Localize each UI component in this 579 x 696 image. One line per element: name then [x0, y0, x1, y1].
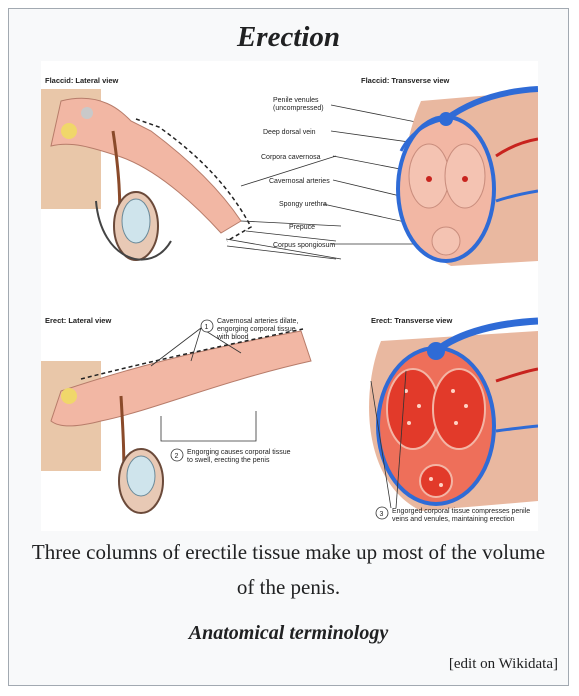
step-2-line-2: to swell, erecting the penis [187, 457, 270, 464]
anatomical-terminology-heading: Anatomical terminology [9, 622, 568, 645]
step-1-line-1: Cavernosal arteries dilate, [217, 318, 298, 325]
erect-lateral-drawing [41, 329, 311, 513]
erect-transverse-drawing [369, 321, 538, 511]
figure-caption: Three columns of erectile tissue make up… [27, 535, 550, 605]
step-3-line-2: veins and venules, maintaining erection [392, 516, 515, 523]
anatomy-diagram: Flaccid: Lateral view Peni [41, 61, 538, 531]
svg-text:3: 3 [380, 511, 384, 518]
step-1-line-3: with blood [216, 334, 249, 341]
flaccid-transverse-drawing [398, 89, 538, 266]
label-prepuce: Prepuce [289, 224, 315, 231]
flaccid-lateral-heading: Flaccid: Lateral view [45, 76, 119, 85]
infobox: Erection Flaccid: Lateral view [8, 8, 569, 686]
svg-text:1: 1 [205, 324, 209, 331]
label-penile-venules: Penile venules [273, 97, 319, 104]
label-corpus-spongiosum: Corpus spongiosum [273, 242, 335, 249]
edit-on-wikidata-link[interactable]: [edit on Wikidata] [449, 656, 558, 673]
step-1-line-2: engorging corporal tissue [217, 326, 296, 333]
infobox-title: Erection [9, 21, 568, 54]
svg-text:2: 2 [175, 453, 179, 460]
erection-illustration[interactable]: Flaccid: Lateral view Peni [41, 61, 538, 531]
step-3-line-1: Engorged corporal tissue compresses peni… [392, 508, 530, 515]
flaccid-transverse-heading: Flaccid: Transverse view [361, 76, 450, 85]
step-2-line-1: Engorging causes corporal tissue [187, 449, 291, 456]
label-penile-venules-2: (uncompressed) [273, 105, 324, 112]
erect-lateral-heading: Erect: Lateral view [45, 316, 111, 325]
label-deep-dorsal-vein: Deep dorsal vein [263, 129, 316, 136]
flaccid-lateral-drawing [41, 89, 251, 260]
erect-transverse-heading: Erect: Transverse view [371, 316, 452, 325]
label-cavernosal-arteries: Cavernosal arteries [269, 178, 330, 185]
label-corpora-cavernosa: Corpora cavernosa [261, 154, 321, 161]
label-spongy-urethra: Spongy urethra [279, 201, 327, 208]
